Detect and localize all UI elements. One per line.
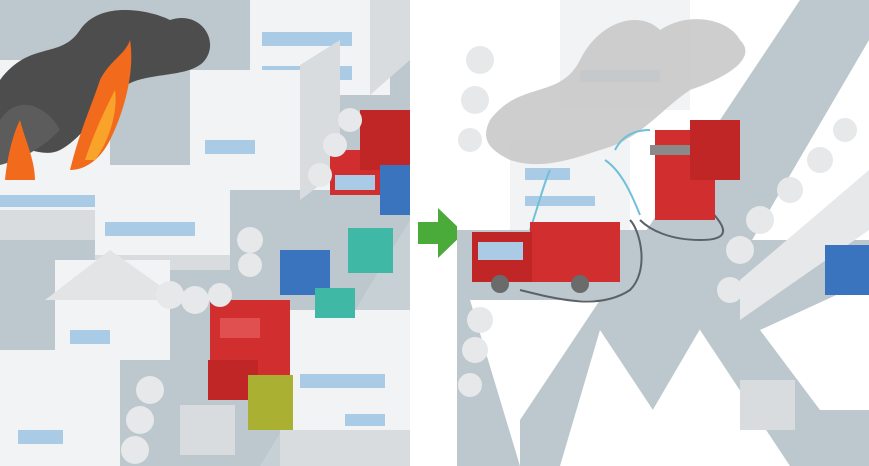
trees [458,46,857,397]
fire-truck [472,222,620,293]
fire-truck [650,120,740,220]
wall [740,170,869,320]
building [280,310,410,466]
car [380,165,410,215]
car [280,250,330,295]
car [825,245,869,295]
car [180,405,235,455]
right-panel [457,0,869,466]
trees [121,108,362,464]
car [248,375,293,430]
car [740,380,795,430]
fire-icon [5,40,132,180]
left-panel [0,0,410,466]
building [0,350,120,466]
hose [519,199,725,303]
building [45,250,180,360]
car [348,228,393,273]
car [315,288,355,318]
right-arrow-icon [418,208,464,258]
smoke [486,19,746,165]
